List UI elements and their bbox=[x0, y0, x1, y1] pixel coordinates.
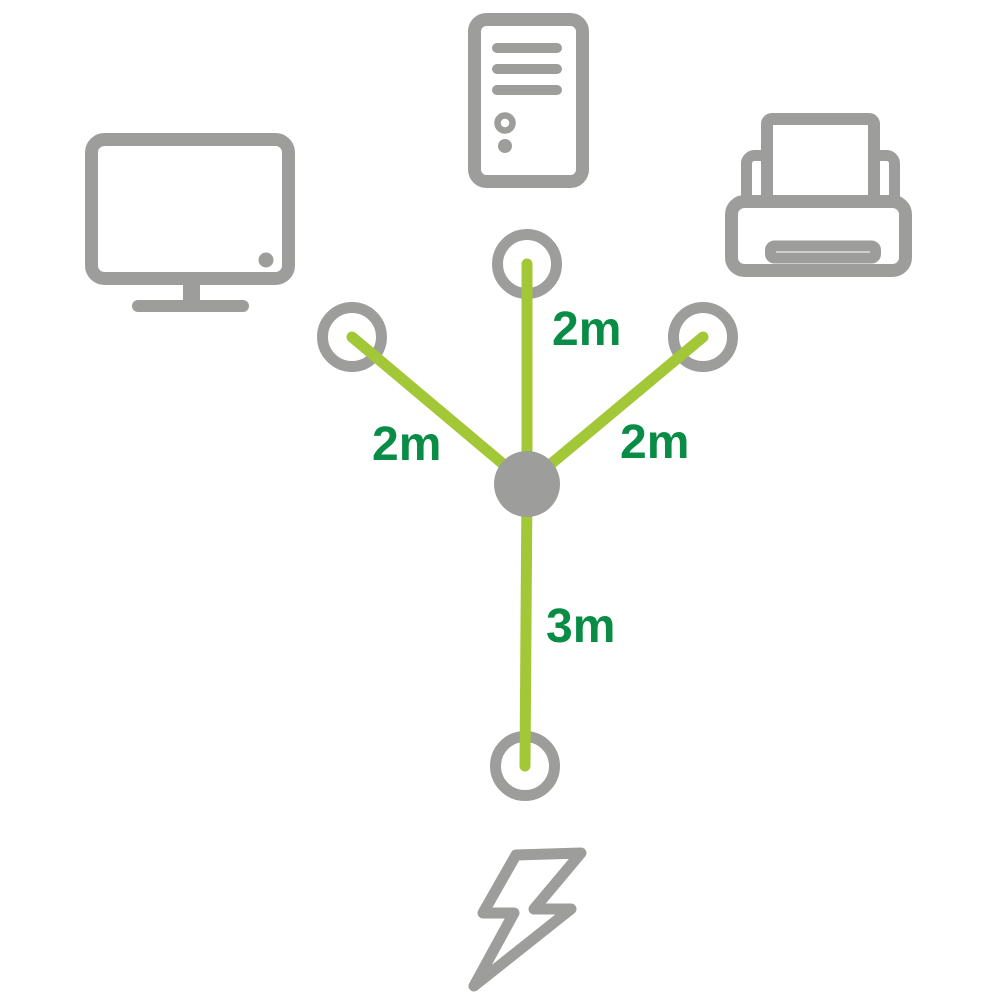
cable-branch-right bbox=[521, 331, 709, 490]
cable-branch-power bbox=[519, 478, 533, 772]
tower-led-dot bbox=[498, 139, 512, 153]
lightning-bolt-shape bbox=[468, 847, 587, 992]
monitor-power-dot bbox=[258, 252, 274, 268]
desktop-tower-icon bbox=[468, 13, 589, 188]
cable-length-label-right: 2m bbox=[620, 416, 689, 469]
monitor-stand-neck bbox=[183, 278, 200, 306]
cable-length-label-top: 2m bbox=[552, 303, 621, 356]
monitor-icon bbox=[85, 133, 295, 312]
tower-power-button bbox=[494, 112, 516, 134]
cable-hub bbox=[494, 451, 560, 517]
printer-icon bbox=[725, 113, 912, 277]
printer-output-tray bbox=[765, 240, 881, 264]
cable-length-label-left: 2m bbox=[372, 418, 441, 471]
cable-length-label-power: 3m bbox=[546, 600, 615, 653]
cable-branch-left bbox=[346, 331, 533, 490]
lightning-bolt-icon bbox=[468, 847, 587, 992]
